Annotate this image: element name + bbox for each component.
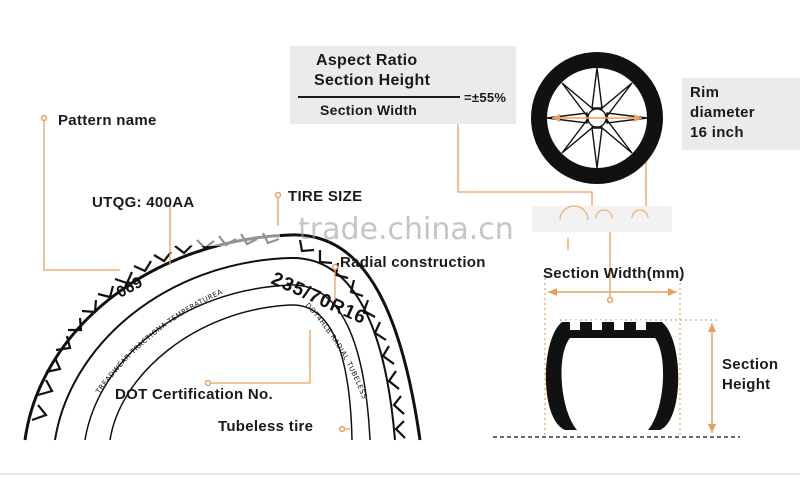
pattern-name-label: Pattern name [58, 112, 157, 129]
wheel-illustration [531, 52, 663, 184]
rim-box [682, 78, 800, 150]
section-height-label-1: Section [722, 356, 779, 373]
rim-label-2: diameter [690, 104, 755, 121]
watermark: trade.china.cn [298, 212, 514, 247]
dot-certification-label: DOT Certification No. [115, 386, 273, 403]
aspect-ratio-title: Aspect Ratio [316, 52, 418, 69]
tire-size-label: TIRE SIZE [288, 188, 363, 205]
sidewall-arc-text: TREADWEAR TRACTIONA TEMPERATUREA [94, 288, 224, 396]
tire-section-profile [493, 278, 740, 438]
leader-lines [43, 116, 647, 430]
radial-construction-label: Radial construction [340, 254, 486, 271]
section-height-label-2: Height [722, 376, 771, 393]
rim-label-1: Rim [690, 84, 720, 101]
aspect-ratio-numerator: Section Height [314, 72, 431, 89]
aspect-ratio-box [290, 46, 516, 124]
rim-label-3: 16 inch [690, 124, 744, 141]
tubeless-tire-label: Tubeless tire [218, 418, 314, 435]
aspect-ratio-denominator: Section Width [320, 102, 418, 118]
fraction-bar [298, 96, 460, 98]
section-width-label: Section Width(mm) [543, 265, 685, 282]
aspect-ratio-value: =±55% [464, 90, 507, 105]
utqg-label: UTQG: 400AA [92, 194, 195, 211]
